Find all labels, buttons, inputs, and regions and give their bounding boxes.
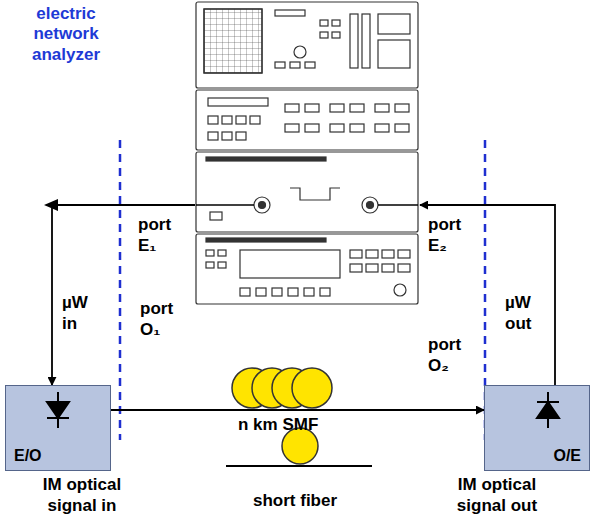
laser-diode-symbol xyxy=(47,392,69,428)
fiber-label: short fiber xyxy=(253,490,337,511)
signal-arrow xyxy=(111,409,484,411)
signal-label: µW in xyxy=(62,292,88,335)
e-o-converter-box: E/O xyxy=(5,385,111,471)
port-label: port O₂ xyxy=(428,334,461,377)
signal-label: IM optical signal out xyxy=(432,474,562,517)
port-label: port O₁ xyxy=(140,298,173,341)
fiber-line xyxy=(226,465,372,467)
signal-arrow xyxy=(52,205,195,385)
network-analyzer-node: electric network analyzer xyxy=(195,0,420,305)
converter-label: E/O xyxy=(14,446,42,465)
o-e-converter-box: O/E xyxy=(484,385,590,471)
instrument-title: electric network analyzer xyxy=(32,4,100,65)
network-analyzer xyxy=(196,2,418,304)
signal-label: IM optical signal in xyxy=(22,474,142,517)
cable-stub xyxy=(378,204,418,206)
photodiode-symbol xyxy=(537,392,559,428)
port-boundary xyxy=(119,140,122,440)
signal-label: µW out xyxy=(505,292,531,335)
fiber-label: n km SMF xyxy=(238,414,318,435)
port-label: port E₂ xyxy=(428,214,461,257)
signal-arrow xyxy=(420,205,555,385)
port-label: port E₁ xyxy=(138,214,171,257)
converter-label: O/E xyxy=(553,446,581,465)
cable-stub xyxy=(196,204,254,206)
fiber-spool xyxy=(232,368,332,464)
